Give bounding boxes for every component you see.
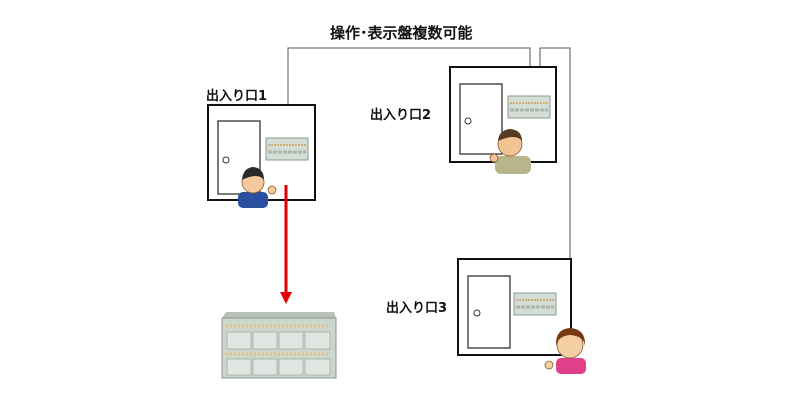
door-icon bbox=[459, 83, 503, 155]
arrow-icon bbox=[280, 185, 292, 304]
door-icon bbox=[467, 275, 511, 349]
person-icon bbox=[544, 328, 586, 374]
master-panel-icon bbox=[221, 312, 337, 379]
entrance-3-label: 出入り口3 bbox=[386, 301, 448, 316]
entrance-2-label: 出入り口2 bbox=[370, 108, 432, 123]
control-panel-icon bbox=[265, 137, 309, 161]
entrance-3 bbox=[457, 258, 586, 374]
control-panel-icon bbox=[507, 95, 551, 119]
diagram-title: 操作･表示盤複数可能 bbox=[330, 24, 473, 42]
entrance-2 bbox=[449, 66, 557, 174]
person-icon bbox=[238, 167, 277, 208]
entrance-1-label: 出入り口1 bbox=[206, 89, 268, 104]
entrance-1 bbox=[207, 104, 316, 208]
person-icon bbox=[489, 129, 531, 174]
control-panel-icon bbox=[513, 292, 557, 316]
